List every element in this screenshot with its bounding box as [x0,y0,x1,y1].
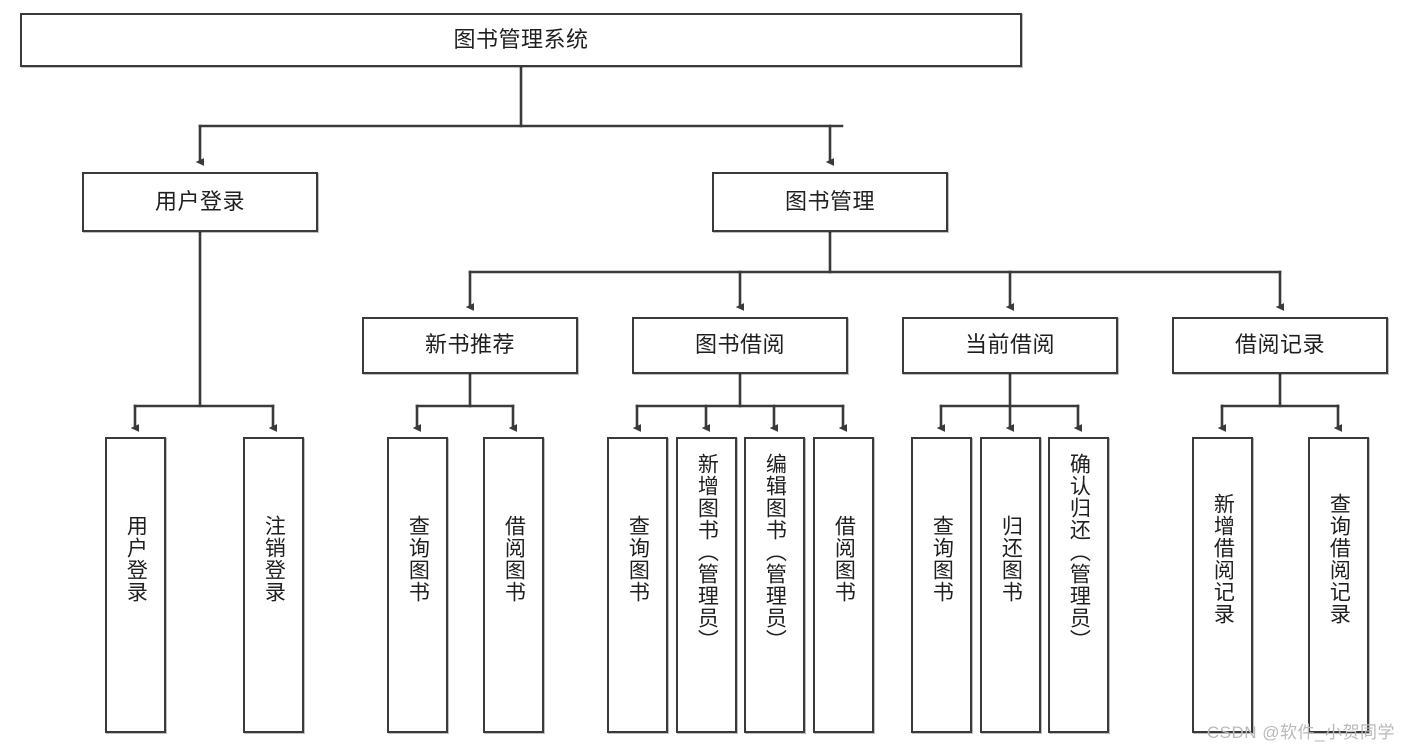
node-borrow-record-label: 借阅记录 [1234,332,1325,358]
leaf-query-book-2[interactable]: 查询图书 [607,437,668,733]
watermark-text: CSDN @软件_小贺同学 [1206,723,1395,742]
node-current-borrow-label: 当前借阅 [964,332,1055,358]
node-book-borrow-label: 图书借阅 [694,332,785,358]
leaf-return-book-label: 归还图书 [999,515,1023,603]
leaf-query-book-1-label: 查询图书 [406,515,430,603]
node-user-login[interactable]: 用户登录 [82,172,318,232]
leaf-borrow-book-2[interactable]: 借阅图书 [813,437,874,733]
leaf-add-book-label: 新增图书（管理员） [695,453,719,651]
node-root[interactable]: 图书管理系统 [20,13,1022,67]
node-current-borrow[interactable]: 当前借阅 [902,317,1118,374]
leaf-query-book-2-label: 查询图书 [626,515,650,603]
leaf-edit-book-label: 编辑图书（管理员） [763,453,787,651]
leaf-return-book[interactable]: 归还图书 [980,437,1041,733]
node-book-manage-label: 图书管理 [784,188,875,214]
leaf-query-book-1[interactable]: 查询图书 [387,437,448,733]
node-new-book-rec-label: 新书推荐 [424,332,515,358]
leaf-confirm-return-label: 确认归还（管理员） [1067,453,1091,651]
leaf-user-logout-label: 注销登录 [262,515,286,603]
leaf-borrow-book-1[interactable]: 借阅图书 [483,437,544,733]
leaf-query-record[interactable]: 查询借阅记录 [1308,437,1369,733]
node-book-manage[interactable]: 图书管理 [712,172,948,232]
leaf-user-login[interactable]: 用户登录 [105,437,166,733]
leaf-query-record-label: 查询借阅记录 [1327,493,1351,625]
leaf-add-record[interactable]: 新增借阅记录 [1192,437,1253,733]
leaf-borrow-book-1-label: 借阅图书 [502,515,526,603]
node-book-borrow[interactable]: 图书借阅 [632,317,848,374]
leaf-query-book-3-label: 查询图书 [930,515,954,603]
node-root-label: 图书管理系统 [453,26,589,52]
leaf-confirm-return[interactable]: 确认归还（管理员） [1048,437,1109,733]
leaf-user-logout[interactable]: 注销登录 [243,437,304,733]
node-user-login-label: 用户登录 [154,188,245,214]
leaf-edit-book[interactable]: 编辑图书（管理员） [744,437,805,733]
leaf-add-record-label: 新增借阅记录 [1211,493,1235,625]
leaf-borrow-book-2-label: 借阅图书 [832,515,856,603]
leaf-user-login-label: 用户登录 [124,515,148,603]
leaf-add-book[interactable]: 新增图书（管理员） [676,437,737,733]
node-new-book-rec[interactable]: 新书推荐 [362,317,578,374]
node-borrow-record[interactable]: 借阅记录 [1172,317,1388,374]
leaf-query-book-3[interactable]: 查询图书 [911,437,972,733]
